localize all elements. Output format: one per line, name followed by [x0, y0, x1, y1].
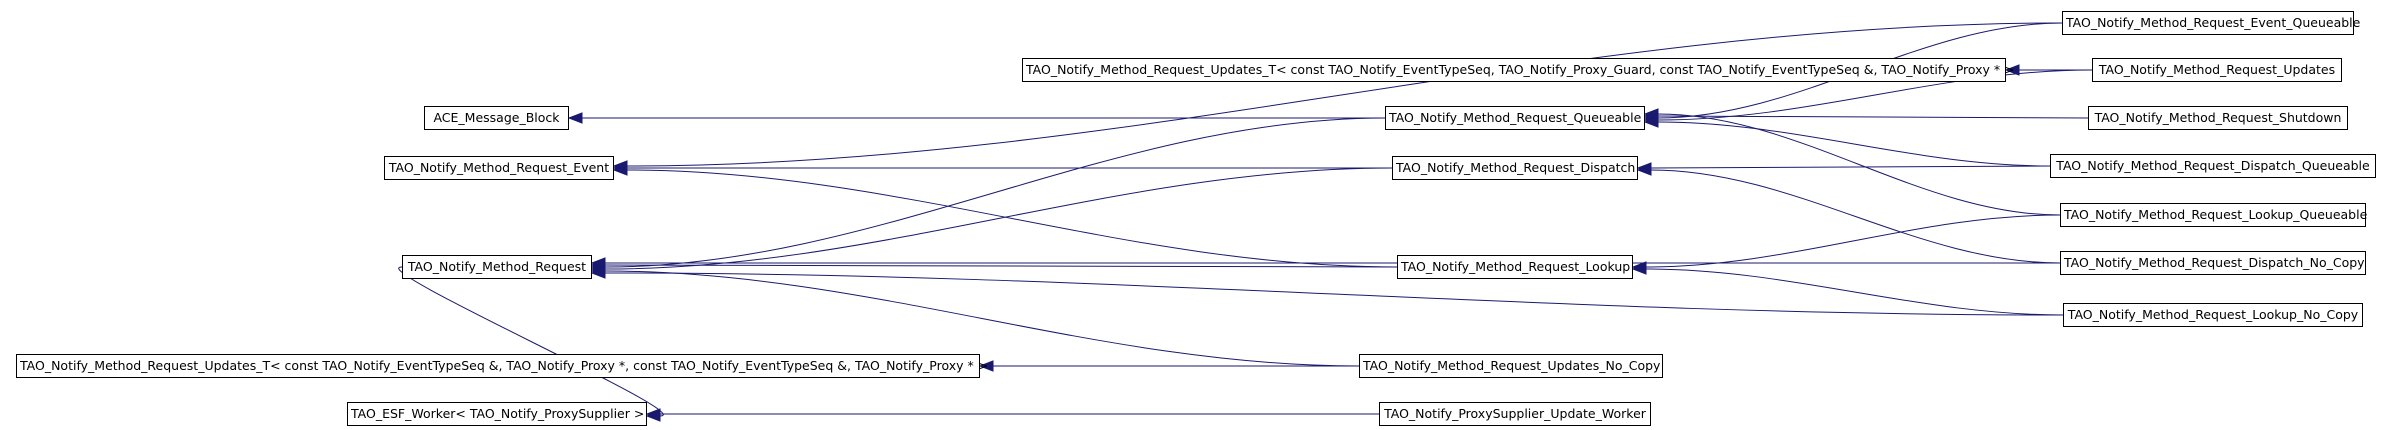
node-updates-t-proxy[interactable]: TAO_Notify_Method_Request_Updates_T< con…: [16, 354, 988, 378]
node-request[interactable]: TAO_Notify_Method_Request: [402, 255, 592, 279]
arrowhead-dispatch_queueable-to-request_queueable: [1643, 116, 1659, 128]
edge-request-to-esf_worker: [398, 266, 664, 417]
edge-lookup_queueable-to-request_lookup: [1645, 214, 2061, 268]
node-request-shutdown[interactable]: TAO_Notify_Method_Request_Shutdown: [2088, 106, 2348, 130]
edge-request_lookup-to-request_event: [626, 169, 1398, 268]
node-dispatch-queueable[interactable]: TAO_Notify_Method_Request_Dispatch_Queue…: [2050, 154, 2376, 178]
node-event-queueable[interactable]: TAO_Notify_Method_Request_Event_Queueabl…: [2062, 11, 2360, 35]
arrowhead-dispatch_no_copy-to-request: [590, 257, 606, 269]
node-request-updates[interactable]: TAO_Notify_Method_Request_Updates: [2092, 58, 2342, 82]
arrowhead-request_queueable-to-ace_message_block: [567, 112, 583, 124]
edge-request_updates-to-request_queueable: [1657, 69, 2093, 121]
edge-event_queueable-to-request_event: [626, 22, 2063, 167]
node-lookup-no-copy[interactable]: TAO_Notify_Method_Request_Lookup_No_Copy: [2063, 303, 2363, 327]
arrowhead-request_updates-to-updates_t_guard: [2004, 64, 2020, 76]
node-esf-worker[interactable]: TAO_ESF_Worker< TAO_Notify_ProxySupplier…: [347, 402, 647, 426]
node-lookup-queueable[interactable]: TAO_Notify_Method_Request_Lookup_Queueab…: [2060, 203, 2367, 227]
arrowhead-lookup_queueable-to-request_queueable: [1643, 108, 1659, 120]
node-proxysupplier-update-worker[interactable]: TAO_Notify_ProxySupplier_Update_Worker: [1379, 402, 1651, 426]
edge-request_dispatch-to-request: [604, 167, 1393, 270]
node-updates-no-copy[interactable]: TAO_Notify_Method_Request_Updates_No_Cop…: [1359, 354, 1663, 378]
arrowhead-lookup_no_copy-to-request_lookup: [1631, 263, 1647, 275]
edge-dispatch_no_copy-to-request_dispatch: [1650, 169, 2061, 264]
edge-request_lookup-to-request: [604, 264, 1398, 268]
node-ace-message-block[interactable]: ACE_Message_Block: [424, 106, 569, 130]
node-request-dispatch[interactable]: TAO_Notify_Method_Request_Dispatch: [1392, 156, 1638, 180]
arrowhead-updates_no_copy-to-updates_t_proxy: [978, 360, 994, 372]
edge-dispatch_queueable-to-request_queueable: [1657, 121, 2051, 167]
node-request-event[interactable]: TAO_Notify_Method_Request_Event: [384, 156, 614, 180]
arrowhead-lookup_no_copy-to-request: [590, 267, 606, 279]
node-request-lookup[interactable]: TAO_Notify_Method_Request_Lookup: [1397, 255, 1633, 279]
edge-lookup_no_copy-to-request: [604, 272, 2064, 316]
edge-request_queueable-to-request: [604, 117, 1386, 268]
arrowhead-request-to-esf_worker: [645, 410, 661, 422]
arrowhead-event_queueable-to-request_event: [612, 160, 628, 172]
node-dispatch-no-copy[interactable]: TAO_Notify_Method_Request_Dispatch_No_Co…: [2060, 251, 2366, 275]
edge-dispatch_queueable-to-request_dispatch: [1650, 165, 2051, 169]
edge-updates_no_copy-to-request: [604, 270, 1360, 367]
edge-lookup_queueable-to-request_queueable: [1657, 113, 2061, 216]
edge-request_shutdown-to-request_queueable: [1657, 115, 2089, 119]
node-request-queueable[interactable]: TAO_Notify_Method_Request_Queueable: [1385, 106, 1645, 130]
arrowhead-dispatch_no_copy-to-request_dispatch: [1636, 164, 1652, 176]
edge-lookup_no_copy-to-request_lookup: [1645, 268, 2064, 316]
node-updates-t-guard[interactable]: TAO_Notify_Method_Request_Updates_T< con…: [1022, 58, 2015, 82]
